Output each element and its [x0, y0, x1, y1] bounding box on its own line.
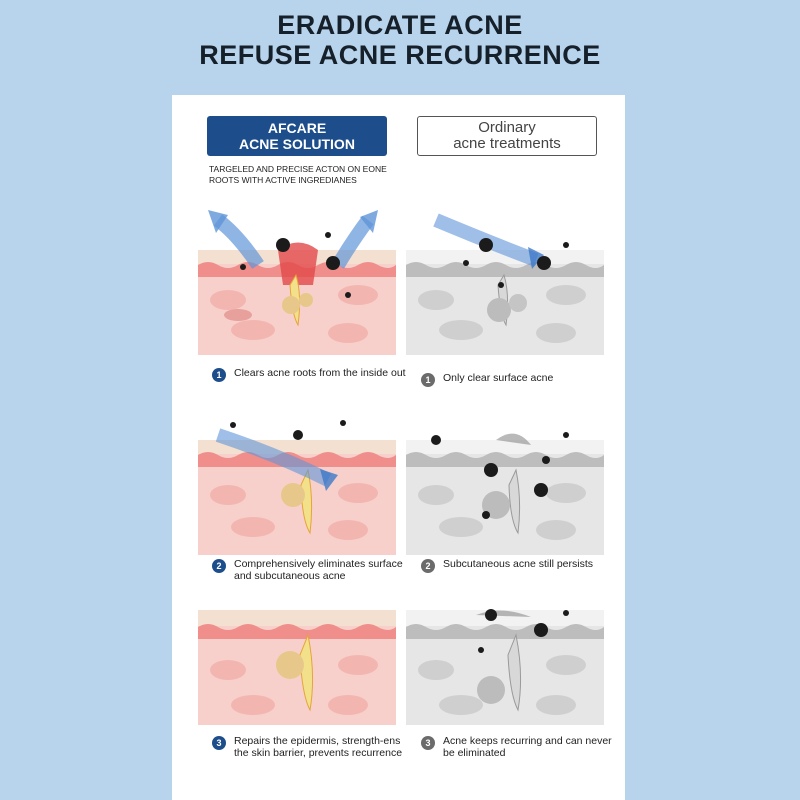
- ordinary-skin-illustration-1: [406, 205, 604, 355]
- afcare-benefit-2-text: Comprehensively eliminates surface and s…: [234, 558, 403, 582]
- afcare-subtext-line-2: ROOTS WITH ACTIVE INGREDIANES: [209, 175, 357, 185]
- afcare-subtext-line-1: TARGELED AND PRECISE ACTON ON EONE: [209, 164, 387, 174]
- step-2-badge: 2: [212, 559, 226, 573]
- afcare-badge-line-1: AFCARE: [267, 120, 327, 136]
- afcare-benefit-3-text: Repairs the epidermis, strength-ens the …: [234, 735, 403, 759]
- afcare-badge: AFCARE ACNE SOLUTION: [207, 116, 387, 156]
- afcare-subtext: TARGELED AND PRECISE ACTON ON EONE ROOTS…: [209, 164, 409, 186]
- step-2-badge: 2: [421, 559, 435, 573]
- afcare-skin-illustration-3: [198, 605, 396, 725]
- ordinary-badge: Ordinary acne treatments: [417, 116, 597, 156]
- step-3-badge: 3: [212, 736, 226, 750]
- afcare-benefit-1-text: Clears acne roots from the inside out: [234, 367, 406, 379]
- afcare-badge-line-2: ACNE SOLUTION: [239, 136, 355, 152]
- headline-line-1: ERADICATE ACNE: [277, 10, 523, 40]
- ordinary-badge-line-1: Ordinary: [478, 119, 536, 136]
- afcare-skin-illustration-1: [198, 205, 396, 355]
- comparison-panel: AFCARE ACNE SOLUTION Ordinary acne treat…: [172, 95, 625, 800]
- step-1-badge: 1: [212, 368, 226, 382]
- ordinary-skin-illustration-2: [406, 415, 604, 555]
- ordinary-skin-illustration-3: [406, 605, 604, 725]
- ordinary-drawback-1-text: Only clear surface acne: [443, 372, 554, 384]
- headline-line-2: REFUSE ACNE RECURRENCE: [199, 40, 601, 70]
- ordinary-drawback-2-text: Subcutaneous acne still persists: [443, 558, 593, 570]
- step-3-badge: 3: [421, 736, 435, 750]
- ordinary-badge-line-2: acne treatments: [453, 135, 561, 152]
- headline: ERADICATE ACNE REFUSE ACNE RECURRENCE: [0, 10, 800, 70]
- ordinary-drawback-3-text: Acne keeps recurring and can never be el…: [443, 735, 612, 759]
- step-1-badge: 1: [421, 373, 435, 387]
- afcare-skin-illustration-2: [198, 415, 396, 555]
